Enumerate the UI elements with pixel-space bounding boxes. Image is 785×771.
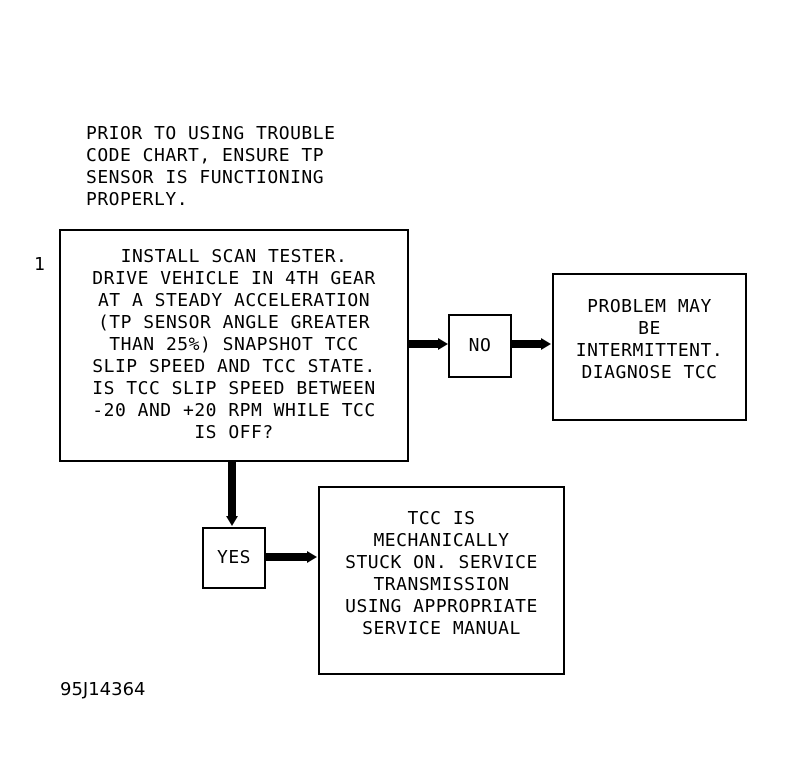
arrowhead-to-yes <box>226 516 238 526</box>
no-result-line: PROBLEM MAY <box>587 296 712 317</box>
step1-line: INSTALL SCAN TESTER. <box>120 246 348 267</box>
step1-line: -20 AND +20 RPM WHILE TCC <box>92 400 376 421</box>
precondition-note: PRIOR TO USING TROUBLE CODE CHART, ENSUR… <box>86 123 335 211</box>
arrowhead-to-yes-result <box>307 551 317 563</box>
step1-line: IS TCC SLIP SPEED BETWEEN <box>92 378 376 399</box>
no-result-box: PROBLEM MAY BE INTERMITTENT. DIAGNOSE TC… <box>552 273 747 421</box>
step1-line: AT A STEADY ACCELERATION <box>97 290 371 311</box>
step1-line: (TP SENSOR ANGLE GREATER <box>97 312 371 333</box>
yes-label: YES <box>216 547 251 568</box>
yes-result-line: TCC IS <box>407 508 476 529</box>
yes-result-text: TCC IS MECHANICALLY STUCK ON. SERVICE TR… <box>320 508 563 640</box>
connector-no-to-result <box>512 340 542 348</box>
yes-result-line: MECHANICALLY <box>373 530 510 551</box>
note-line: PRIOR TO USING TROUBLE <box>86 123 336 144</box>
note-line: PROPERLY. <box>86 189 189 210</box>
yes-result-box: TCC IS MECHANICALLY STUCK ON. SERVICE TR… <box>318 486 565 675</box>
figure-id: 95J14364 <box>60 679 146 700</box>
yes-box: YES <box>202 527 266 589</box>
no-result-line: INTERMITTENT. <box>575 340 724 361</box>
step-number: 1 <box>34 254 46 275</box>
no-label: NO <box>468 335 492 356</box>
arrowhead-to-no <box>438 338 448 350</box>
note-line: SENSOR IS FUNCTIONING <box>86 167 325 188</box>
yes-result-line: USING APPROPRIATE <box>345 596 538 617</box>
no-result-line: BE <box>638 318 661 339</box>
step1-line: SLIP SPEED AND TCC STATE. <box>92 356 376 377</box>
step1-question-text: INSTALL SCAN TESTER. DRIVE VEHICLE IN 4T… <box>61 246 407 444</box>
yes-result-line: TRANSMISSION <box>373 574 510 595</box>
no-result-line: DIAGNOSE TCC <box>581 362 718 383</box>
no-result-text: PROBLEM MAY BE INTERMITTENT. DIAGNOSE TC… <box>554 296 745 384</box>
step1-line: DRIVE VEHICLE IN 4TH GEAR <box>92 268 376 289</box>
note-line: CODE CHART, ENSURE TP <box>86 145 325 166</box>
no-box: NO <box>448 314 512 378</box>
arrowhead-to-no-result <box>541 338 551 350</box>
connector-yes-to-result <box>266 553 308 561</box>
step1-line: IS OFF? <box>194 422 274 443</box>
step1-question-box: INSTALL SCAN TESTER. DRIVE VEHICLE IN 4T… <box>59 229 409 462</box>
yes-result-line: STUCK ON. SERVICE <box>345 552 538 573</box>
connector-step1-to-yes <box>228 462 236 517</box>
yes-result-line: SERVICE MANUAL <box>362 618 521 639</box>
step1-line: THAN 25%) SNAPSHOT TCC <box>109 334 359 355</box>
connector-step1-to-no <box>409 340 439 348</box>
